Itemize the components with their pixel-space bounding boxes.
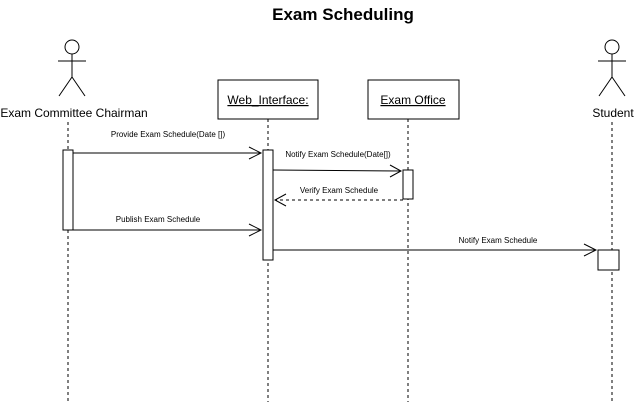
message-label: Notify Exam Schedule(Date[]) <box>285 150 391 159</box>
message-label: Publish Exam Schedule <box>116 215 201 224</box>
arrowhead-icon <box>273 193 287 207</box>
message-notify-student[interactable]: Notify Exam Schedule <box>273 236 598 257</box>
diagram-title: Exam Scheduling <box>272 5 414 24</box>
object-web-interface[interactable]: Web_Interface: <box>217 79 319 120</box>
actor-chairman[interactable]: Exam Committee Chairman <box>0 39 148 120</box>
message-arrow-line <box>272 169 402 172</box>
actor-label-chairman: Exam Committee Chairman <box>0 106 147 120</box>
object-box-web-interface <box>217 79 319 120</box>
actor-student[interactable]: Student <box>592 39 634 120</box>
message-publish-exam-schedule[interactable]: Publish Exam Schedule <box>73 215 263 237</box>
message-label: Notify Exam Schedule <box>459 236 538 245</box>
message-verify-exam-schedule[interactable]: Verify Exam Schedule <box>273 186 403 207</box>
activation-student <box>597 249 620 271</box>
message-provide-exam-schedule[interactable]: Provide Exam Schedule(Date []) <box>73 130 263 160</box>
arrowhead-icon <box>248 146 263 160</box>
activation-web-interface <box>262 149 274 261</box>
actor-label-student: Student <box>592 106 634 120</box>
activation-chairman <box>62 149 74 231</box>
message-notify-exam-office[interactable]: Notify Exam Schedule(Date[]) <box>272 150 403 178</box>
stick-figure-icon <box>58 39 86 97</box>
object-box-exam-office <box>367 79 460 120</box>
object-exam-office[interactable]: Exam Office <box>367 79 460 120</box>
stick-figure-icon <box>598 39 626 97</box>
message-label: Verify Exam Schedule <box>300 186 379 195</box>
arrowhead-icon <box>389 164 403 178</box>
arrowhead-icon <box>583 243 598 257</box>
object-label-web-interface: Web_Interface: <box>227 93 308 107</box>
object-label-exam-office: Exam Office <box>380 93 445 107</box>
activation-exam-office <box>402 169 414 200</box>
message-label: Provide Exam Schedule(Date []) <box>111 130 226 139</box>
arrowhead-icon <box>248 223 263 237</box>
